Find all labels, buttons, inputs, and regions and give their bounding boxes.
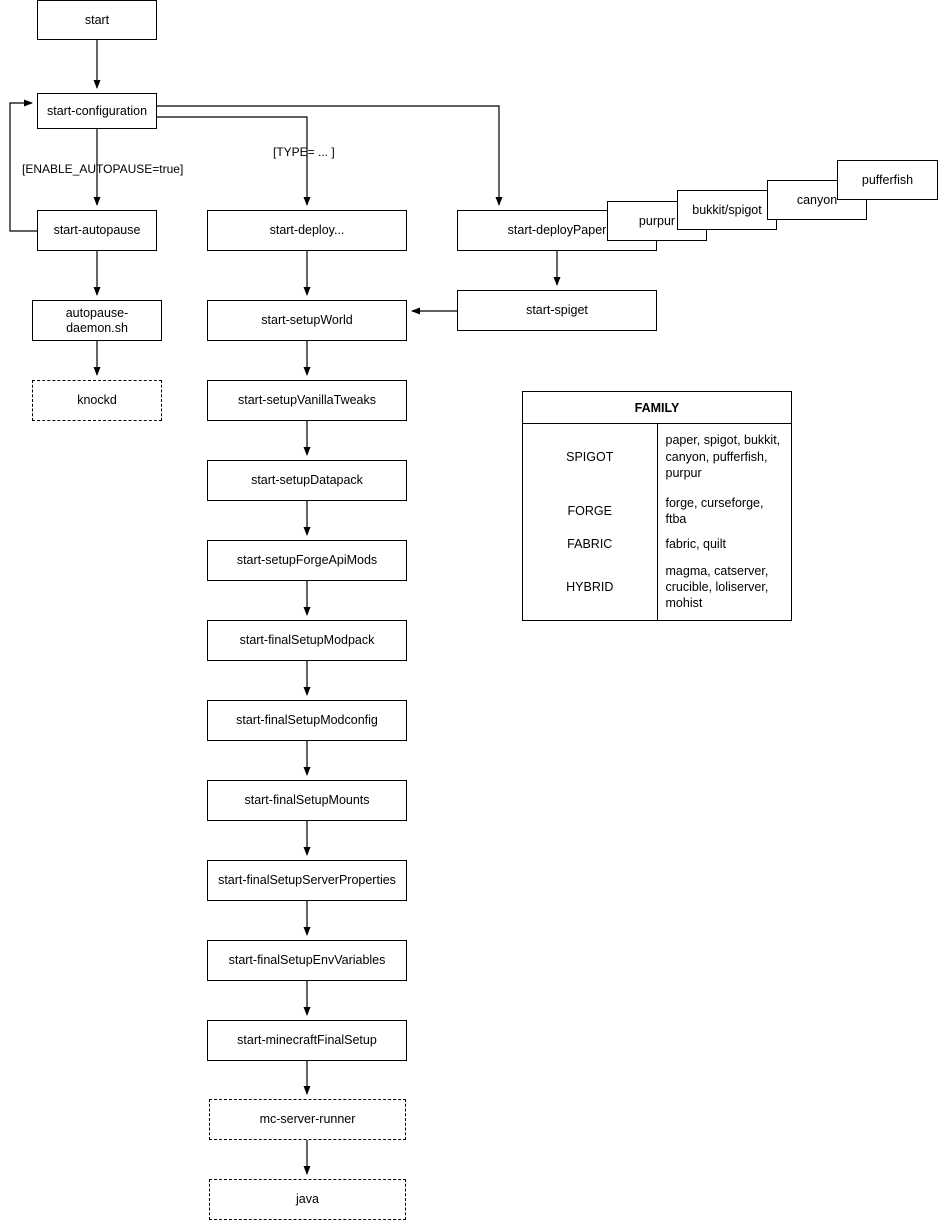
node-start-finalSetupServerProperties[interactable]: start-finalSetupServerProperties [207,860,407,901]
node-mc-server-runner[interactable]: mc-server-runner [209,1099,406,1140]
node-label: bukkit/spigot [692,202,762,217]
family-name-cell: HYBRID [523,554,658,620]
node-label: start-finalSetupMounts [244,793,370,807]
node-start[interactable]: start [37,0,157,40]
node-label: autopause-daemon.sh [65,305,129,335]
node-label: start-setupVanillaTweaks [237,393,377,407]
family-table-row: SPIGOT paper, spigot, bukkit, canyon, pu… [523,423,791,490]
node-start-setupVanillaTweaks[interactable]: start-setupVanillaTweaks [207,380,407,421]
node-autopause-daemon[interactable]: autopause-daemon.sh [32,300,162,341]
node-start-minecraftFinalSetup[interactable]: start-minecraftFinalSetup [207,1020,407,1061]
family-members-cell: forge, curseforge, ftba [665,495,764,527]
family-name-cell: FABRIC [523,532,658,555]
node-start-setupDatapack[interactable]: start-setupDatapack [207,460,407,501]
node-start-deploy[interactable]: start-deploy... [207,210,407,251]
edge-configuration-to-deploy [157,116,311,206]
node-label: start-setupDatapack [251,473,363,487]
family-members-cell: magma, catserver, crucible, loliserver, … [665,563,769,611]
node-label: start-finalSetupModconfig [236,713,378,727]
node-java[interactable]: java [209,1179,406,1220]
node-start-autopause[interactable]: start-autopause [37,210,157,251]
family-members-cell: paper, spigot, bukkit, canyon, pufferfis… [665,433,781,480]
family-table-row: HYBRID magma, catserver, crucible, lolis… [523,554,791,620]
node-label: start-finalSetupModpack [239,633,375,647]
node-label: start-minecraftFinalSetup [237,1033,377,1047]
node-label: mc-server-runner [259,1112,356,1126]
node-label: start-deploy... [269,223,345,237]
node-bukkit-spigot[interactable]: bukkit/spigot [677,190,777,230]
node-knockd[interactable]: knockd [32,380,162,421]
node-start-finalSetupEnvVariables[interactable]: start-finalSetupEnvVariables [207,940,407,981]
node-start-finalSetupMounts[interactable]: start-finalSetupMounts [207,780,407,821]
node-canyon[interactable]: canyon [767,180,867,220]
edge-label-enable-autopause: [ENABLE_AUTOPAUSE=true] [22,162,184,176]
node-label: start-finalSetupServerProperties [218,873,396,887]
node-label: start-setupWorld [261,313,353,327]
node-label: start-spiget [526,303,588,317]
node-start-finalSetupModconfig[interactable]: start-finalSetupModconfig [207,700,407,741]
node-start-spiget[interactable]: start-spiget [457,290,657,331]
family-table-row: FORGE forge, curseforge, ftba [523,489,791,533]
node-label: java [296,1192,319,1206]
node-start-configuration[interactable]: start-configuration [37,93,157,129]
edge-label-type: [TYPE= ... ] [273,145,335,159]
node-label: start-configuration [46,103,148,118]
node-label: start-finalSetupEnvVariables [228,953,386,967]
family-name-cell: SPIGOT [523,423,658,490]
family-name-cell: FORGE [523,489,658,533]
node-label: start-setupForgeApiMods [236,553,378,567]
family-table-row: FABRIC fabric, quilt [523,532,791,555]
node-label: pufferfish [861,172,914,187]
node-label: start-autopause [53,223,141,237]
family-members-cell: fabric, quilt [665,536,726,551]
node-label: knockd [77,393,117,407]
node-pufferfish[interactable]: pufferfish [837,160,938,200]
node-start-setupForgeApiMods[interactable]: start-setupForgeApiMods [207,540,407,581]
node-label: start-deployPaper [507,223,607,237]
node-start-finalSetupModpack[interactable]: start-finalSetupModpack [207,620,407,661]
node-start-setupWorld[interactable]: start-setupWorld [207,300,407,341]
family-table-header: FAMILY [523,392,791,424]
node-label: canyon [796,192,838,207]
node-label: purpur [638,213,676,228]
family-legend-table: FAMILY SPIGOT paper, spigot, bukkit, can… [522,391,792,621]
node-label: start [84,12,110,27]
